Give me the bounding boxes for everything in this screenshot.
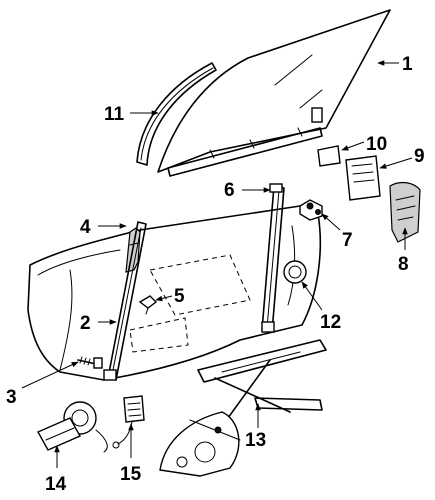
- regulator-motor-part: [37, 401, 108, 453]
- callout-1: 1: [402, 54, 413, 75]
- callout-7: 7: [342, 230, 353, 251]
- plate-part: [345, 155, 381, 201]
- callout-10: 10: [366, 134, 387, 155]
- front-glass-channel-part: [136, 62, 217, 166]
- bracket-part: [299, 199, 323, 221]
- callout-2: 2: [80, 313, 91, 334]
- window-regulator-part: [159, 339, 327, 477]
- door-glass-part: [157, 9, 391, 177]
- callout-4: 4: [80, 217, 91, 238]
- callout-14: 14: [45, 474, 67, 495]
- front-run-channel-part: [103, 221, 147, 381]
- callout-5: 5: [174, 286, 185, 307]
- callout-9: 9: [414, 146, 425, 167]
- callout-8: 8: [398, 254, 409, 275]
- callout-labels: 1 2 3 4 5 6 7 8 9 10 11 12 13 14 15: [6, 54, 425, 495]
- pad-part: [317, 145, 341, 167]
- grommet-part: [283, 260, 307, 284]
- leader-lines: [21, 60, 413, 468]
- seal-part: [389, 181, 421, 243]
- callout-3: 3: [6, 387, 17, 408]
- bolt-part: [77, 356, 103, 369]
- callout-6: 6: [224, 180, 235, 201]
- clip-part: [138, 295, 158, 315]
- callout-13: 13: [245, 430, 266, 451]
- motor-connector-part: [112, 395, 145, 449]
- callout-12: 12: [320, 312, 341, 333]
- rear-run-channel-part: [261, 183, 285, 333]
- callout-15: 15: [120, 464, 142, 485]
- callout-11: 11: [104, 104, 125, 125]
